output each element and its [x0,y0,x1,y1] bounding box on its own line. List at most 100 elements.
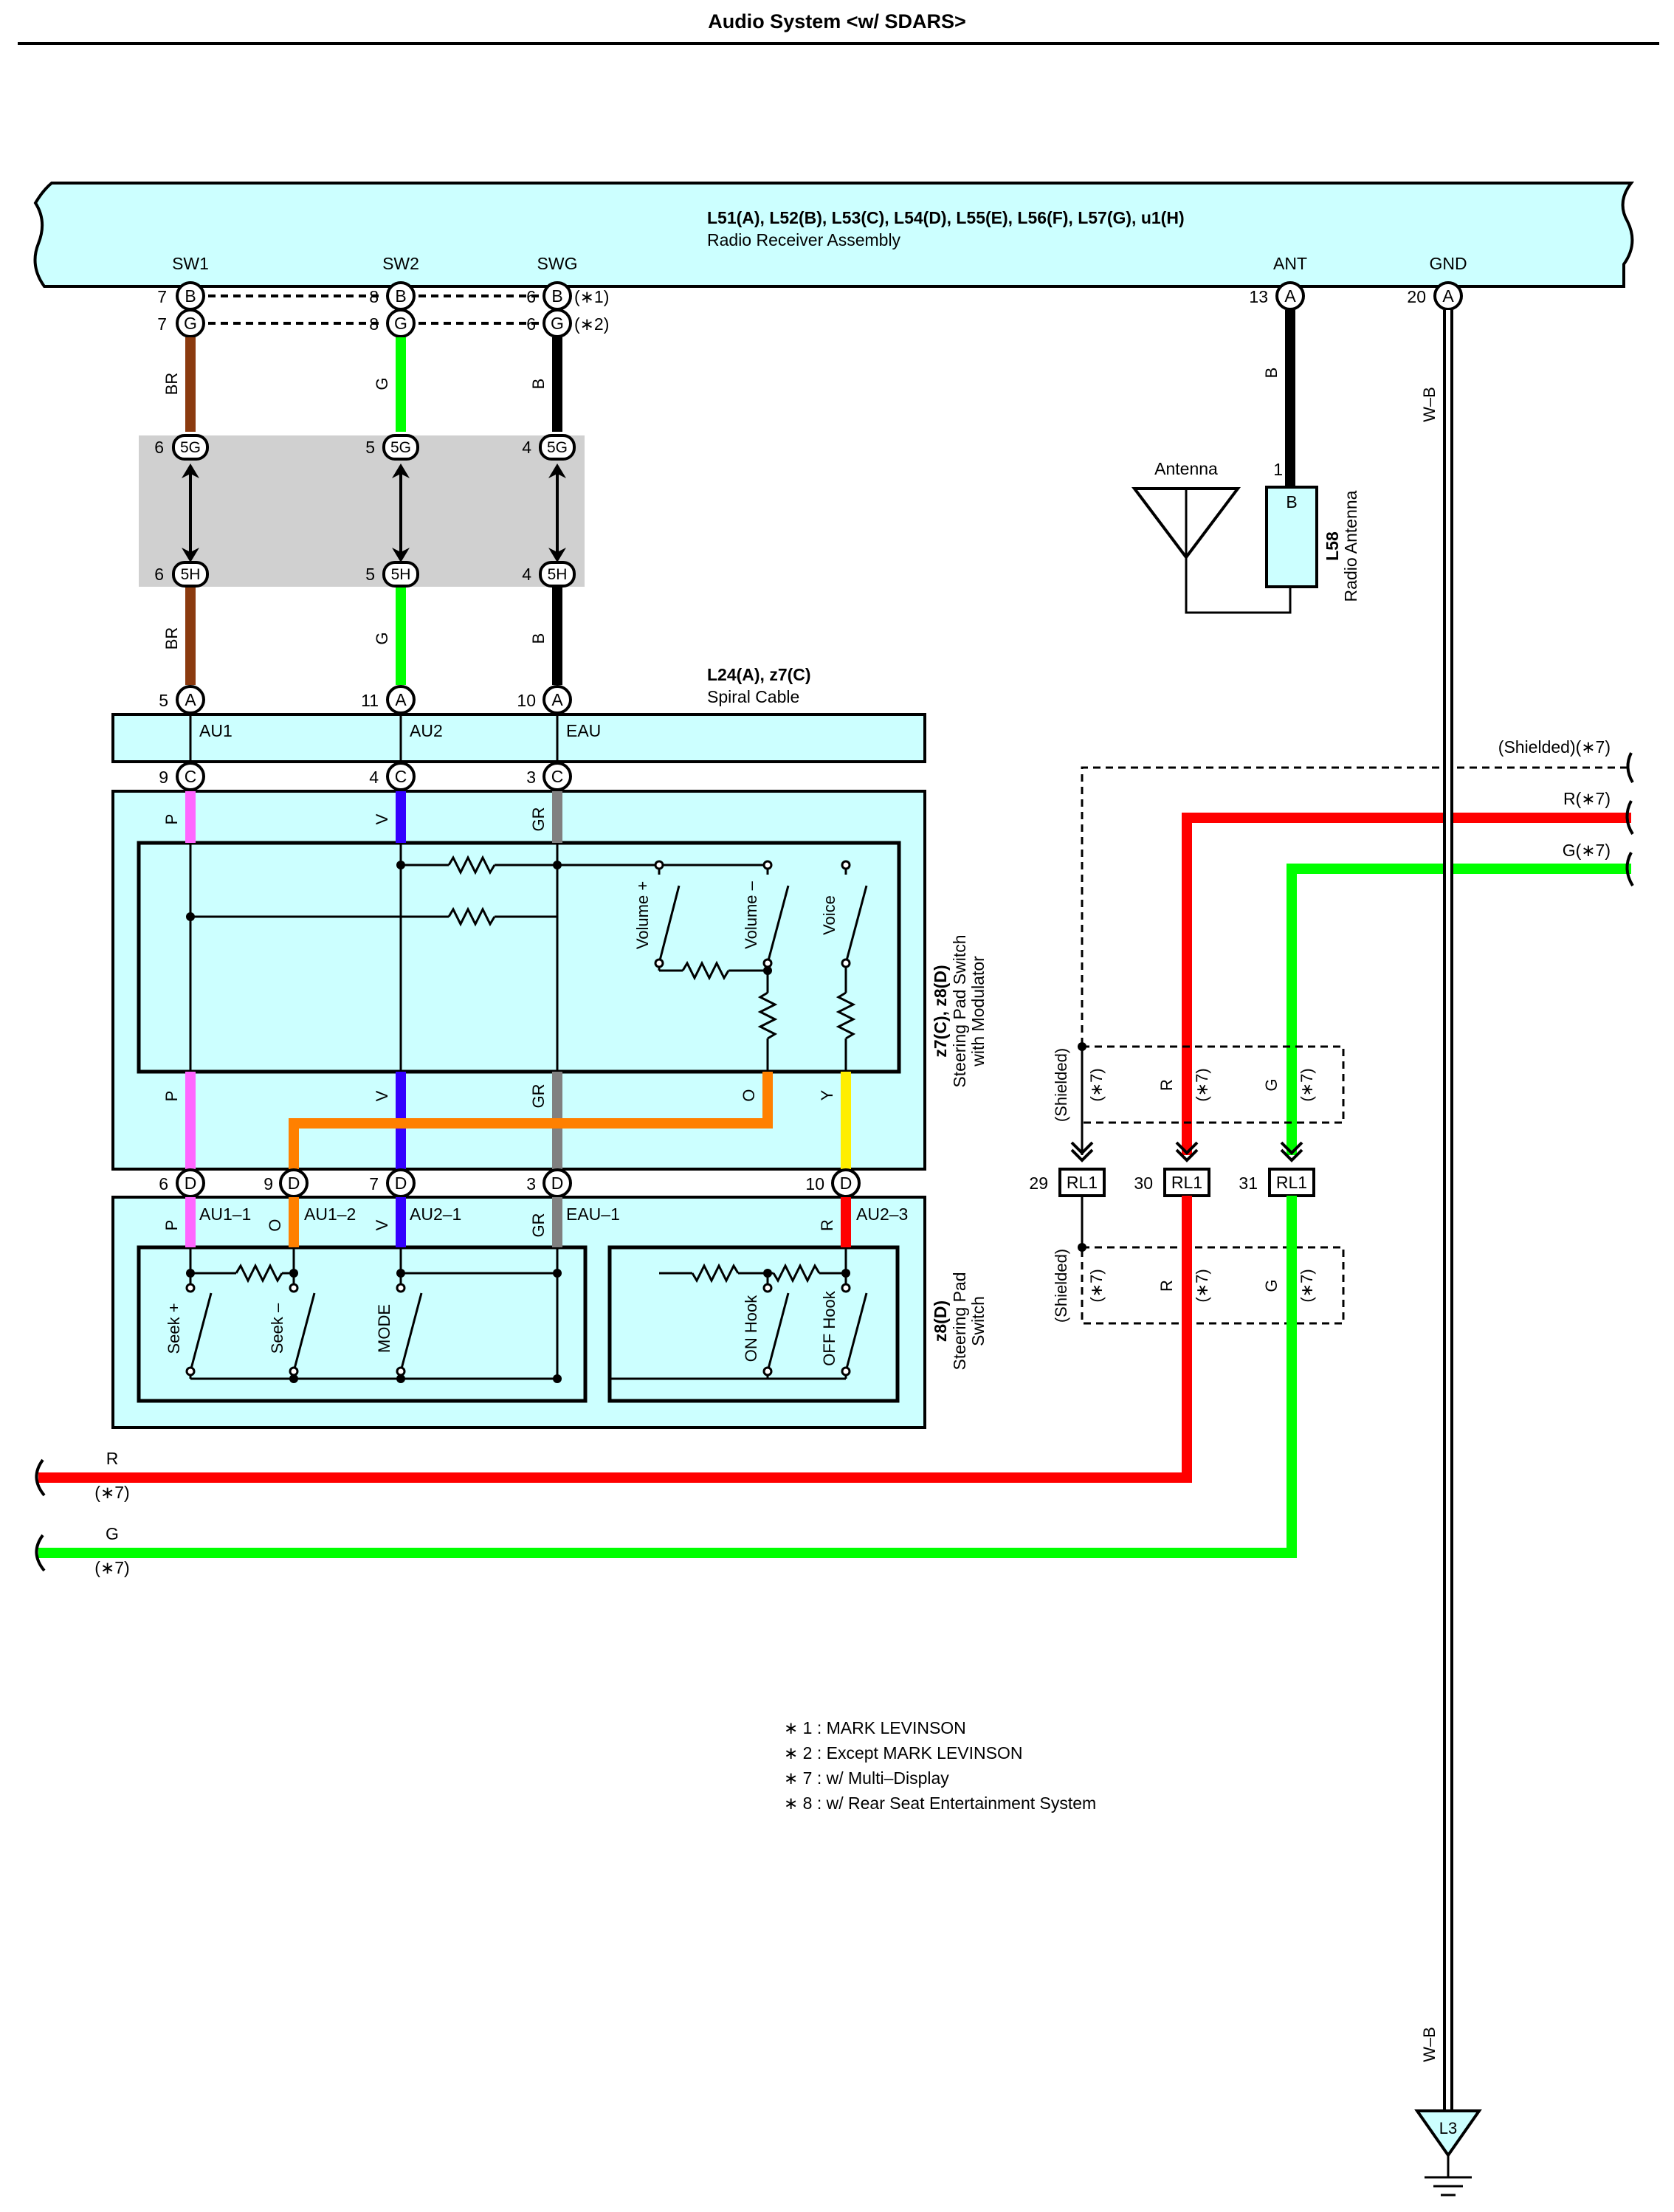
pin-sw2-g: G8 [369,309,416,338]
svg-text:4: 4 [522,565,531,584]
svg-text:7: 7 [369,1174,379,1193]
svg-text:6: 6 [154,438,164,457]
svg-text:RL1: RL1 [1171,1173,1202,1192]
svg-text:B: B [395,286,406,306]
svg-text:A: A [1284,286,1296,306]
pin-sw2-b: B8 [369,281,416,311]
terminal-swg: SWG [537,254,578,273]
footnote: ∗ 2 : Except MARK LEVINSON [784,1743,1022,1763]
pin-spiral-c-4: C4 [369,762,416,791]
svg-text:RL1: RL1 [1276,1173,1307,1192]
svg-text:with Modulator: with Modulator [968,956,988,1067]
svg-text:11: 11 [361,691,379,710]
svg-text:R: R [1157,1079,1176,1091]
svg-text:(Shielded): (Shielded) [1052,1048,1070,1122]
svg-text:D: D [288,1174,300,1193]
svg-text:(∗7): (∗7) [94,1483,129,1502]
svg-text:RL1: RL1 [1067,1173,1098,1192]
svg-text:W–B: W–B [1420,2027,1439,2062]
svg-text:G: G [394,314,407,333]
switch-mode: MODE [375,1304,393,1353]
title-rule [18,42,1659,45]
svg-text:EAU: EAU [566,721,601,740]
svg-text:(∗7): (∗7) [94,1558,129,1577]
footnote: ∗ 7 : w/ Multi–Display [784,1768,949,1788]
spiral-cable: L24(A), z7(C) Spiral Cable A5 A11 A10 AU… [111,665,926,791]
receiver-connectors: L51(A), L52(B), L53(C), L54(D), L55(E), … [707,208,1185,227]
svg-text:6: 6 [526,287,536,306]
terminal-sw2: SW2 [382,254,419,273]
switch-on-hook: ON Hook [742,1295,760,1362]
svg-text:O: O [266,1219,284,1231]
svg-text:P: P [162,1091,181,1102]
pin-spiral-c-9: C9 [159,762,205,791]
steering-pad-switch-modulator: P V GR P V GR O Y [111,790,988,1171]
pin-swg-g: G6(∗2) [526,309,609,338]
pin-spiral-c-3: C3 [526,762,572,791]
svg-text:G: G [1262,1279,1281,1292]
pin-sw1-g: G7 [157,309,205,338]
svg-text:G(∗7): G(∗7) [1563,841,1611,860]
ground-label: L3 [1439,2119,1457,2137]
pin-ant: A13 [1249,281,1305,311]
wire-label-b: B [529,379,548,390]
svg-text:8: 8 [369,314,379,334]
terminal-ant: ANT [1273,254,1307,273]
svg-text:W–B: W–B [1420,387,1439,422]
multi-display-wiring: (Shielded)(∗7) R(∗7) G(∗7) (Shielded) (∗… [38,737,1634,1558]
svg-text:V: V [373,813,391,824]
svg-text:R(∗7): R(∗7) [1563,789,1611,808]
svg-text:R: R [1157,1280,1176,1292]
svg-text:AU1: AU1 [199,721,232,740]
switch-off-hook: OFF Hook [820,1290,838,1365]
svg-text:4: 4 [522,438,531,457]
svg-text:C: C [551,767,564,786]
left-wire-labels: R (∗7) G (∗7) [35,1449,130,1577]
switch-seek-down: Seek – [268,1303,286,1354]
antenna-label: Antenna [1154,459,1218,478]
svg-text:G: G [1262,1078,1281,1091]
svg-text:(∗7): (∗7) [1087,1068,1106,1101]
wire-label-g: G [373,377,391,390]
svg-text:31: 31 [1239,1174,1258,1193]
svg-text:D: D [551,1174,564,1193]
svg-text:4: 4 [369,768,379,787]
svg-text:(Shielded)(∗7): (Shielded)(∗7) [1498,737,1611,757]
svg-text:AU2–3: AU2–3 [856,1205,908,1224]
switch-voice: Voice [820,895,838,935]
svg-text:O: O [740,1089,758,1101]
svg-text:D: D [840,1174,852,1193]
svg-text:C: C [185,767,197,786]
svg-text:z8(D): z8(D) [931,1300,950,1342]
svg-text:(∗7): (∗7) [1298,1269,1316,1302]
svg-text:30: 30 [1134,1174,1153,1193]
pin-spiral-a-11: A11 [361,685,416,714]
svg-text:EAU–1: EAU–1 [566,1205,620,1224]
svg-text:6: 6 [154,565,164,584]
svg-text:GR: GR [529,1213,548,1238]
svg-text:3: 3 [526,768,536,787]
svg-text:(Shielded): (Shielded) [1052,1249,1070,1323]
terminal-gnd: GND [1429,254,1467,273]
svg-text:8: 8 [369,287,379,306]
footnote: ∗ 1 : MARK LEVINSON [784,1718,966,1737]
svg-text:z7(C), z8(D): z7(C), z8(D) [931,965,950,1057]
svg-text:29: 29 [1029,1174,1048,1193]
svg-text:5: 5 [365,438,375,457]
svg-text:Steering Pad: Steering Pad [950,1272,969,1371]
page-title: Audio System <w/ SDARS> [708,10,966,32]
d-connector-pins: D6 D9 D7 D3 D10 [159,1168,861,1198]
svg-text:5G: 5G [547,439,568,456]
svg-text:GR: GR [529,807,548,832]
svg-text:G: G [373,632,391,644]
receiver-pins: B7 B8 B6(∗1) G7 G8 G6(∗2) A13 A20 [157,281,1463,338]
svg-text:GR: GR [529,1084,548,1109]
svg-text:5H: 5H [548,566,568,583]
svg-text:B: B [185,286,196,306]
wires-middle: BR G B [162,588,562,685]
svg-text:B: B [551,286,562,306]
svg-text:5H: 5H [181,566,201,583]
connector-5g-5h: 5G 6 5G 5 5G 4 5H 6 5 [139,434,585,588]
pin-swg-b: B6(∗1) [526,281,609,311]
